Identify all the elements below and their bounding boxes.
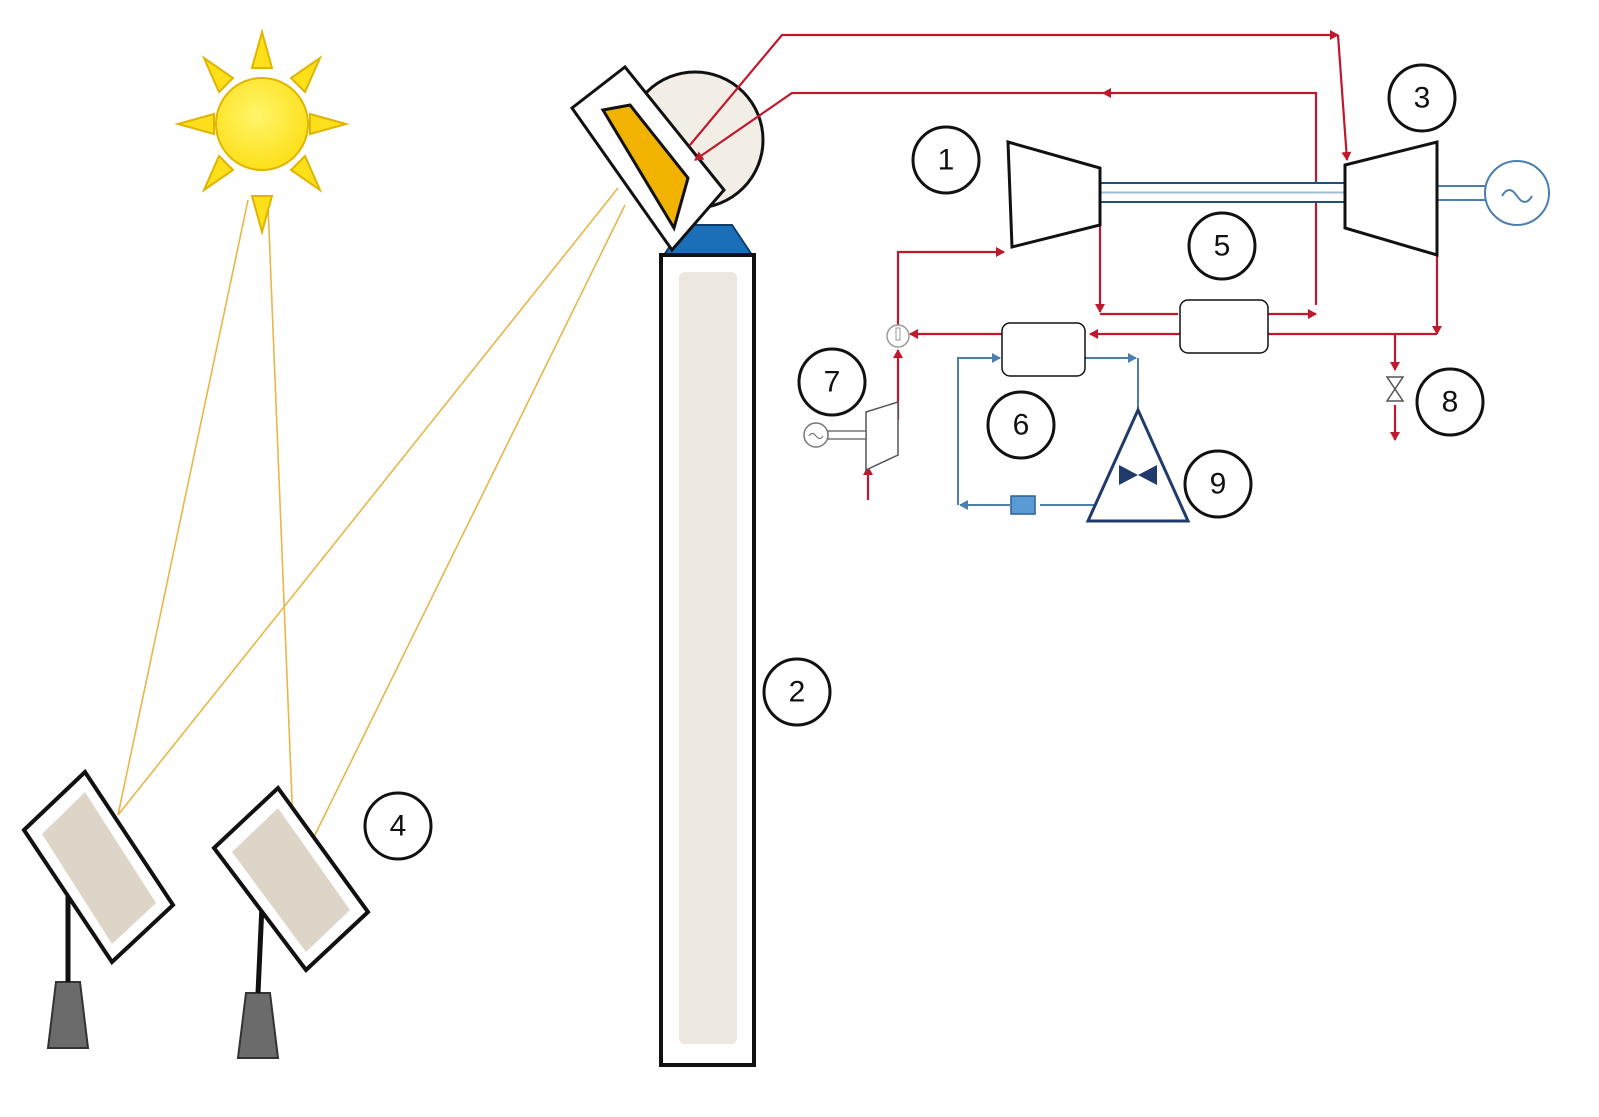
compressor-icon — [1006, 139, 1102, 249]
label-5: 5 — [1187, 211, 1257, 281]
shaft — [1096, 182, 1487, 203]
solar-tower — [659, 224, 756, 1067]
ray-sun-left-mirror — [117, 199, 249, 816]
svg-text:4: 4 — [390, 810, 407, 843]
receiver-panel — [600, 103, 690, 232]
label-8: 8 — [1415, 367, 1485, 437]
auxiliary-turbine — [803, 400, 899, 472]
mixer-icon — [886, 324, 910, 348]
heliostat-right — [211, 784, 371, 1059]
refrigeration-unit — [1085, 406, 1191, 523]
svg-text:6: 6 — [1013, 409, 1030, 442]
hot-flow-lines — [689, 30, 1442, 500]
valve-icon — [1385, 376, 1405, 402]
recuperator-box — [1179, 299, 1269, 354]
label-9: 9 — [1183, 449, 1253, 519]
svg-text:5: 5 — [1214, 230, 1231, 263]
label-7: 7 — [797, 347, 867, 417]
svg-text:9: 9 — [1210, 468, 1227, 501]
label-2: 2 — [762, 657, 832, 727]
turbine-icon — [1343, 140, 1439, 258]
solar-receiver — [569, 64, 765, 253]
generator-icon — [803, 422, 829, 448]
generator-icon — [1484, 160, 1550, 226]
heliostat-left — [21, 768, 176, 1049]
svg-text:2: 2 — [789, 676, 806, 709]
svg-text:3: 3 — [1414, 82, 1431, 115]
light-rays — [117, 187, 626, 876]
cooling-loop — [957, 353, 1139, 515]
svg-text:7: 7 — [824, 366, 841, 399]
label-4: 4 — [363, 791, 433, 861]
label-6: 6 — [986, 390, 1056, 460]
expansion-valve — [1010, 495, 1036, 515]
svg-text:1: 1 — [938, 144, 955, 177]
ray-right-mirror-receiver — [309, 204, 626, 846]
cooler-box — [1001, 322, 1086, 377]
label-1: 1 — [911, 125, 981, 195]
svg-text:8: 8 — [1442, 386, 1459, 419]
sun-icon — [174, 28, 350, 236]
label-3: 3 — [1387, 63, 1457, 133]
ray-sun-right-mirror — [267, 204, 296, 876]
ray-left-mirror-receiver — [117, 187, 619, 816]
